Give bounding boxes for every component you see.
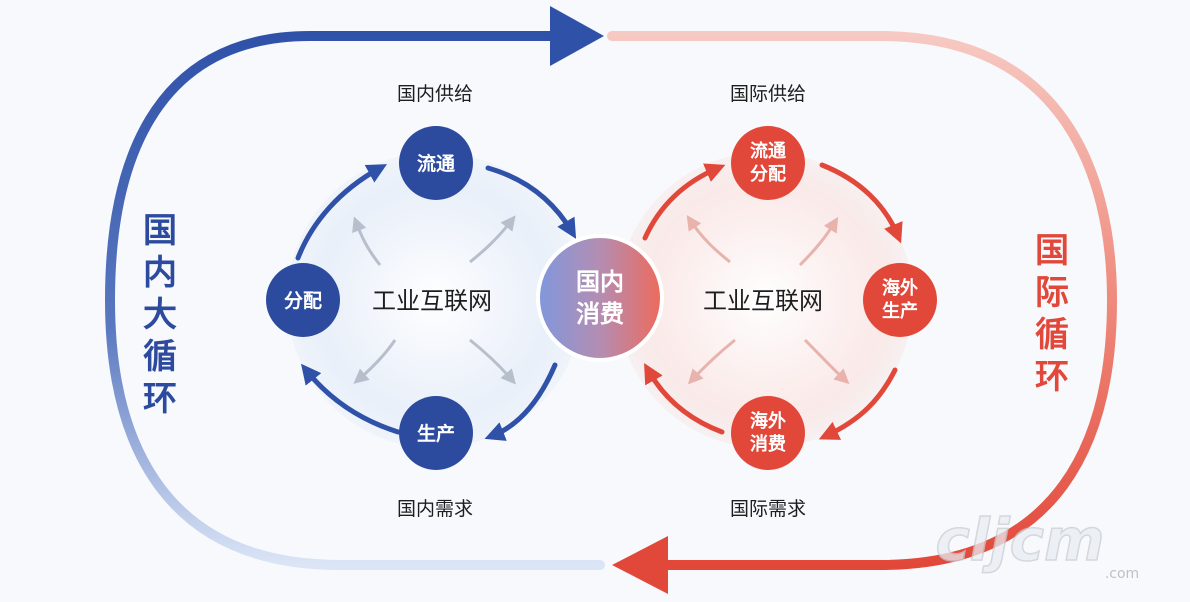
domestic-cycle-arrows bbox=[295, 164, 577, 441]
international-loop-arrowhead bbox=[612, 536, 668, 594]
domestic-loop-char-4: 循 bbox=[143, 337, 177, 377]
international-loop-label: 国 际 循 环 bbox=[1035, 231, 1069, 397]
international-loop-arc bbox=[607, 31, 1118, 570]
node-intl-production-line2: 生产 bbox=[882, 300, 918, 322]
center-line1: 国内 bbox=[576, 268, 624, 296]
node-intl-production-line1: 海外 bbox=[882, 277, 918, 299]
domestic-hub-label: 工业互联网 bbox=[372, 287, 492, 315]
domestic-demand-label: 国内需求 bbox=[397, 498, 473, 520]
watermark: cljcm .com bbox=[935, 505, 1139, 582]
international-loop-char-3: 循 bbox=[1035, 315, 1069, 355]
node-domestic-distribution-label: 分配 bbox=[284, 290, 322, 312]
node-intl-consumption-line1: 海外 bbox=[750, 410, 786, 432]
node-intl-consumption-line2: 消费 bbox=[750, 433, 786, 455]
international-loop-char-4: 环 bbox=[1035, 357, 1069, 397]
node-domestic-production: 生产 bbox=[399, 396, 473, 470]
node-international-circulation: 流通 分配 bbox=[731, 126, 805, 200]
watermark-suffix: .com bbox=[1105, 566, 1139, 582]
node-domestic-consumption-center: 国内 消费 bbox=[536, 234, 664, 362]
international-loop-char-1: 国 bbox=[1035, 231, 1069, 271]
node-domestic-circulation-label: 流通 bbox=[417, 152, 456, 175]
international-hub-label: 工业互联网 bbox=[703, 287, 823, 315]
domestic-loop-char-5: 环 bbox=[143, 379, 177, 419]
domestic-supply-label: 国内供给 bbox=[397, 83, 473, 105]
domestic-inner-arrows bbox=[352, 215, 516, 385]
domestic-loop-label: 国 内 大 循 环 bbox=[143, 211, 177, 419]
domestic-loop-arc bbox=[104, 31, 605, 570]
international-loop-char-2: 际 bbox=[1035, 273, 1069, 313]
center-line2: 消费 bbox=[576, 300, 624, 328]
domestic-loop-char-3: 大 bbox=[143, 295, 177, 335]
international-demand-label: 国际需求 bbox=[730, 498, 806, 520]
node-domestic-distribution: 分配 bbox=[266, 263, 340, 337]
node-domestic-production-label: 生产 bbox=[417, 422, 455, 445]
domestic-loop-char-1: 国 bbox=[143, 211, 177, 251]
watermark-logo: cljcm bbox=[936, 506, 1105, 574]
node-domestic-circulation: 流通 bbox=[399, 126, 473, 200]
node-international-production: 海外 生产 bbox=[863, 263, 937, 337]
node-intl-circulation-line1: 流通 bbox=[750, 140, 786, 162]
international-supply-label: 国际供给 bbox=[730, 83, 806, 105]
domestic-loop-char-2: 内 bbox=[143, 253, 177, 293]
international-inner-arrows bbox=[686, 215, 850, 385]
node-international-consumption: 海外 消费 bbox=[731, 396, 805, 470]
international-cycle-arrows bbox=[642, 162, 903, 440]
domestic-loop-arrowhead bbox=[550, 6, 604, 66]
node-intl-circulation-line2: 分配 bbox=[750, 164, 786, 185]
